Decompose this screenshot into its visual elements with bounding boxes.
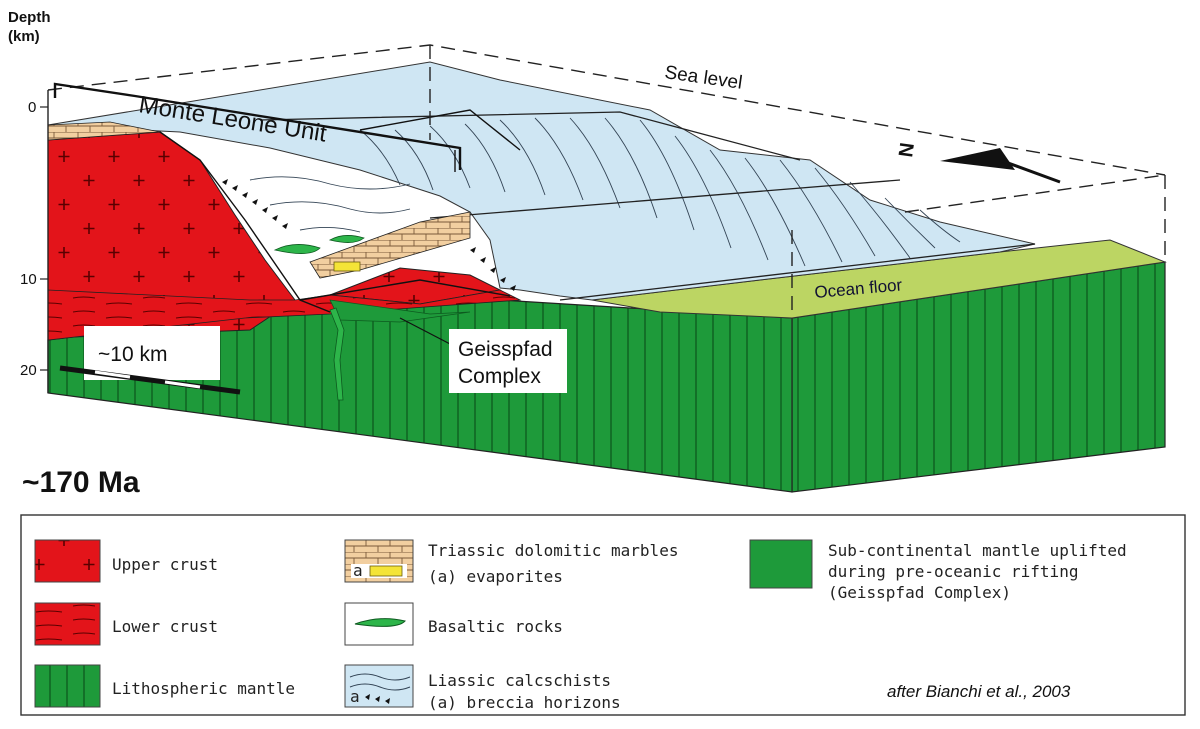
sea-level-label: Sea level (663, 62, 743, 94)
age-label: ~170 Ma (22, 466, 140, 499)
axis-title-line2: (km) (8, 28, 40, 45)
legend-item-lithospheric-mantle: Lithospheric mantle (34, 664, 295, 708)
legend-box: Upper crust Lower crust Lithospheric man… (20, 514, 1186, 716)
legend-item-triassic: a Triassic dolomitic marbles (a) evapori… (344, 539, 678, 586)
geisspfad-label-line1: Geisspfad (458, 338, 553, 361)
scale-label: ~10 km (98, 343, 167, 366)
legend-triassic-sub: a (353, 561, 363, 580)
axis-tick-10: 10 (20, 271, 37, 288)
legend-item-subcontinental-mantle: Sub-continental mantle uplifted during p… (749, 539, 1127, 602)
legend-triassic-line1: Triassic dolomitic marbles (428, 541, 678, 560)
axis-tick-20: 20 (20, 362, 37, 379)
water-grid (259, 111, 1036, 301)
geisspfad-dyke (329, 307, 345, 401)
scale-bar: ~10 km (59, 326, 241, 395)
calcschist-strokes (249, 117, 961, 267)
legend-triassic-line2: (a) evaporites (428, 567, 563, 586)
axis-tick-0: 0 (28, 99, 36, 116)
legend-subcont-line1: Sub-continental mantle uplifted (828, 541, 1127, 560)
geisspfad-label-line2: Complex (458, 365, 541, 388)
depth-axis: Depth (km) 0 10 20 (8, 9, 51, 379)
legend-item-upper-crust: Upper crust (34, 539, 218, 583)
structure-lines (159, 109, 521, 313)
block-frame (47, 44, 1166, 318)
basalt-lens-2 (328, 235, 365, 243)
axis-title-line1: Depth (8, 9, 51, 26)
triassic-marbles-mid (309, 211, 471, 279)
legend-lithospheric-mantle-text: Lithospheric mantle (112, 679, 295, 698)
legend-item-basaltic: Basaltic rocks (344, 602, 563, 646)
legend-basaltic-text: Basaltic rocks (428, 617, 563, 636)
evaporite-lens (333, 261, 361, 272)
north-label: N (895, 141, 919, 158)
geisspfad-callout: Geisspfad Complex (399, 317, 567, 393)
lower-crust-body (47, 289, 522, 341)
legend-subcont-line3: (Geisspfad Complex) (828, 583, 1011, 602)
legend-liassic-line1: Liassic calcschists (428, 671, 611, 690)
legend-item-liassic: a Liassic calcschists (a) breccia horizo… (344, 664, 621, 712)
legend-subcont-line2: during pre-oceanic rifting (828, 562, 1078, 581)
legend-liassic-sub: a (350, 687, 360, 706)
basalt-lens-1 (273, 244, 321, 254)
legend-liassic-line2: (a) breccia horizons (428, 693, 621, 712)
legend-item-lower-crust: Lower crust (34, 602, 218, 646)
legend-upper-crust-text: Upper crust (112, 555, 218, 574)
credit-text: after Bianchi et al., 2003 (887, 682, 1071, 701)
legend-lower-crust-text: Lower crust (112, 617, 218, 636)
breccia-horizons (222, 179, 516, 291)
monte-leone-bracket (53, 82, 462, 170)
north-arrow: N (895, 141, 1061, 184)
